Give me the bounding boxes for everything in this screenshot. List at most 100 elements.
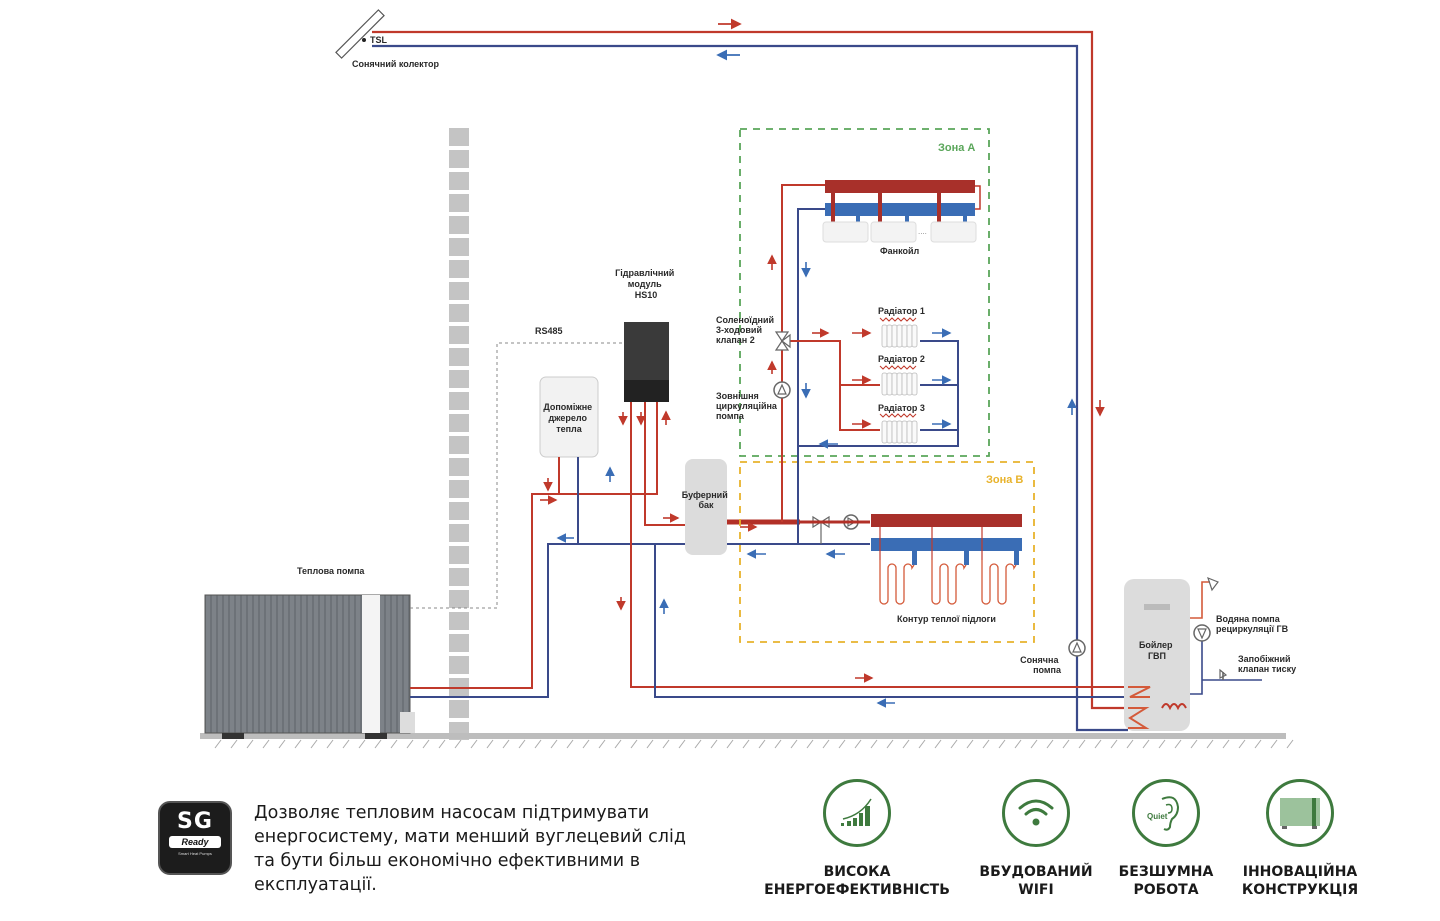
ground-hatch xyxy=(534,739,542,749)
feature-caption-line2: КОНСТРУКЦІЯ xyxy=(1241,882,1359,898)
ground-hatch xyxy=(1014,739,1022,749)
ground-hatch xyxy=(518,739,526,749)
buffer-tank xyxy=(685,459,727,555)
feature-caption-line2: РОБОТА xyxy=(1133,882,1199,898)
buffer-tank-label: Буферний бак xyxy=(682,490,731,510)
wall-brick xyxy=(449,502,469,520)
floor-loop xyxy=(931,560,967,605)
fancoil-manifold: .... xyxy=(822,180,977,243)
ground-hatch xyxy=(278,739,286,749)
ground-hatch xyxy=(1142,739,1150,749)
ground-hatch xyxy=(1174,739,1182,749)
wall-brick xyxy=(449,436,469,454)
solar-collector xyxy=(335,9,385,59)
ground-hatch xyxy=(454,739,462,749)
ground-hatch xyxy=(1158,739,1166,749)
heat-pump-label: Теплова помпа xyxy=(297,566,365,576)
wall-brick xyxy=(449,370,469,388)
wall-brick xyxy=(449,326,469,344)
hydraulic-module-hs10 xyxy=(624,322,669,402)
wall-brick xyxy=(449,546,469,564)
rs485-label: RS485 xyxy=(535,326,563,336)
wall-brick xyxy=(449,414,469,432)
wall-brick xyxy=(449,150,469,168)
ground-hatch xyxy=(1206,739,1214,749)
ground-hatch xyxy=(1190,739,1198,749)
radiator-1 xyxy=(879,317,918,348)
ground-hatch xyxy=(998,739,1006,749)
ground-hatch xyxy=(1238,739,1246,749)
feature-quiet: Quiet БЕЗШУМНА РОБОТА xyxy=(1066,779,1266,899)
wall-brick xyxy=(449,700,469,718)
heating-system-diagram: TSL Сонячний колектор Теплова помпа RS48… xyxy=(200,9,1296,749)
feature-innovative-design: ІННОВАЦІЙНА КОНСТРУКЦІЯ xyxy=(1200,779,1400,899)
ground-hatch xyxy=(470,739,478,749)
ground-hatch xyxy=(310,739,318,749)
ground-hatch xyxy=(694,739,702,749)
aux-heat-source xyxy=(539,376,599,458)
floor-heating-loops xyxy=(879,527,1019,605)
ground-hatch xyxy=(1046,739,1054,749)
ground-hatch xyxy=(582,739,590,749)
wall-brick xyxy=(449,216,469,234)
sg-ready-description: Дозволяє тепловим насосам підтримувати е… xyxy=(254,803,686,895)
ground-hatch xyxy=(566,739,574,749)
ground-hatch xyxy=(1094,739,1102,749)
ground-hatch xyxy=(1286,739,1294,749)
svg-text:....: .... xyxy=(918,227,927,236)
sg-badge-title: SG xyxy=(177,809,213,834)
zone-a-pipes xyxy=(781,184,981,544)
ground-hatch xyxy=(678,739,686,749)
radiator-3-label: Радіатор 3 xyxy=(878,403,925,413)
zone-a-border xyxy=(739,128,990,457)
ground-hatch xyxy=(550,739,558,749)
wall-brick xyxy=(449,612,469,630)
radiator-1-label: Радіатор 1 xyxy=(878,306,925,316)
quiet-icon-text: Quiet xyxy=(1147,812,1168,821)
ground-hatch xyxy=(854,739,862,749)
feature-caption-line1: ІННОВАЦІЙНА xyxy=(1242,864,1358,880)
ground-hatch xyxy=(614,739,622,749)
wall-brick xyxy=(449,172,469,190)
radiator-2 xyxy=(879,365,918,396)
ground-hatch xyxy=(214,739,222,749)
feature-caption-line1: ВИСОКА xyxy=(823,864,891,880)
ground-hatch xyxy=(374,739,382,749)
zone-a-label: Зона А xyxy=(938,142,975,154)
ground-hatch xyxy=(1222,739,1230,749)
solar-collector-label: Сонячний колектор xyxy=(352,59,439,69)
radiator-2-label: Радіатор 2 xyxy=(878,354,925,364)
wall-brick xyxy=(449,194,469,212)
wall-brick xyxy=(449,634,469,652)
wall-brick xyxy=(449,392,469,410)
solar-pump-label: Сонячна помпа xyxy=(1020,655,1062,675)
sg-ready-badge: SG Ready Smart Heat Pumps xyxy=(158,801,232,875)
ground-hatch xyxy=(1254,739,1262,749)
ground-hatch xyxy=(598,739,606,749)
ground-hatch xyxy=(934,739,942,749)
wall-brick xyxy=(449,282,469,300)
ground-hatch xyxy=(438,739,446,749)
heat-pump-unit xyxy=(204,594,415,739)
quiet-ear-icon: Quiet xyxy=(1132,779,1200,847)
dhw-recirc-pump-label: Водяна помпа рециркуляції ГВ xyxy=(1216,614,1289,634)
wall xyxy=(449,128,469,740)
ground-hatch xyxy=(1270,739,1278,749)
feature-caption-line1: БЕЗШУМНА xyxy=(1118,864,1214,880)
ground-hatch xyxy=(758,739,766,749)
energy-efficiency-icon xyxy=(823,779,891,847)
ground-hatch xyxy=(950,739,958,749)
ground-hatch xyxy=(710,739,718,749)
floor-heating-manifold xyxy=(871,514,1022,551)
pressure-valve-label: Запобіжний клапан тиску xyxy=(1238,654,1296,674)
ground-hatch xyxy=(1078,739,1086,749)
wall-brick xyxy=(449,590,469,608)
ground-hatch xyxy=(886,739,894,749)
three-way-valve-label: Соленоїдний 3-ходовий клапан 2 xyxy=(716,315,777,345)
tsl-label: TSL xyxy=(370,35,388,45)
dhw-boiler xyxy=(1124,579,1190,731)
floor-heating-label: Контур теплої підлоги xyxy=(897,614,996,624)
ground-hatch xyxy=(422,739,430,749)
